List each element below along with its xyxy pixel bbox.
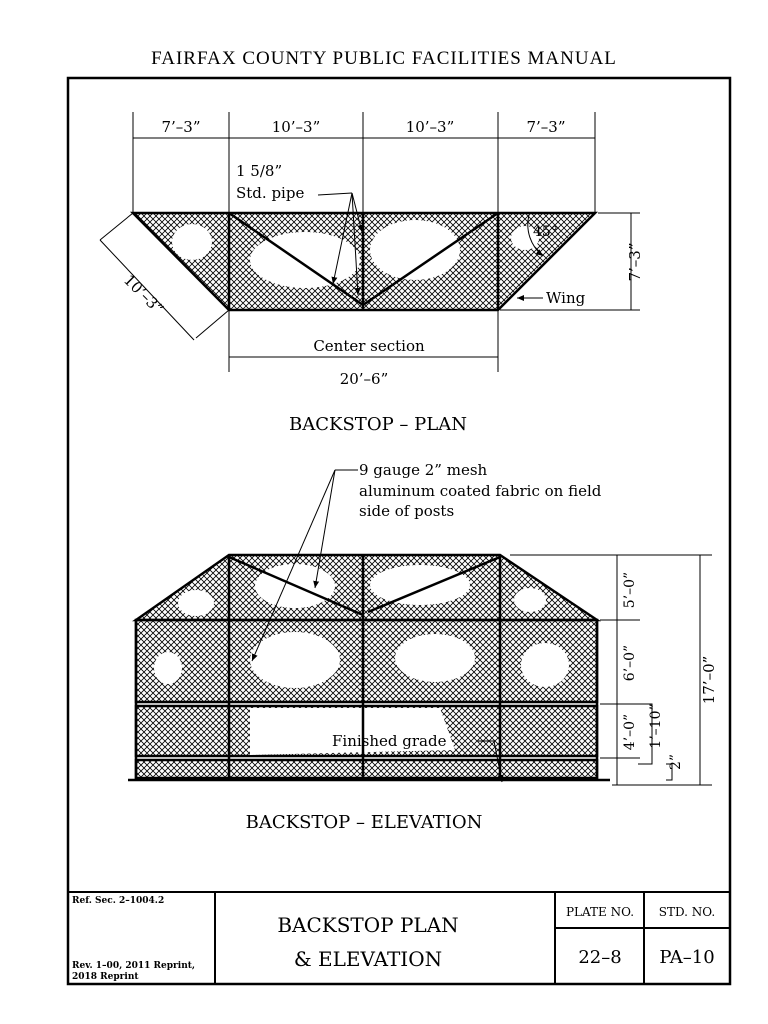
plan-dim-4: 7’–3” bbox=[526, 118, 565, 136]
pipe-label-size: 1 5/8” bbox=[236, 162, 282, 180]
angle-label: 45° bbox=[533, 224, 558, 240]
elev-dim-4: 4’–0” bbox=[622, 714, 638, 750]
sheet-border bbox=[66, 76, 732, 986]
title-block bbox=[68, 891, 730, 984]
plan-dim-1: 7’–3” bbox=[161, 118, 200, 136]
finished-grade-label: Finished grade bbox=[332, 732, 447, 750]
mesh-note-3: side of posts bbox=[359, 502, 454, 520]
elev-dim-6: 6’–0” bbox=[622, 645, 638, 681]
revision-line-1: Rev. 1–00, 2011 Reprint, bbox=[72, 961, 195, 971]
mesh-note-1: 9 gauge 2” mesh bbox=[359, 461, 488, 479]
std-no-value: PA–10 bbox=[659, 947, 714, 968]
plan-dim-2: 10’–3” bbox=[272, 118, 321, 136]
wing-label: Wing bbox=[546, 289, 586, 307]
pipe-label-type: Std. pipe bbox=[236, 184, 304, 202]
plan-dim-3: 10’–3” bbox=[406, 118, 455, 136]
plan-title: BACKSTOP – PLAN bbox=[289, 414, 467, 435]
elevation-view: 9 gauge 2” mesh aluminum coated fabric o… bbox=[128, 461, 718, 833]
plate-no-label: PLATE NO. bbox=[566, 905, 634, 919]
elevation-title: BACKSTOP – ELEVATION bbox=[246, 812, 483, 833]
drawing-title-1: BACKSTOP PLAN bbox=[277, 913, 458, 937]
mesh-note-2: aluminum coated fabric on field bbox=[359, 482, 602, 500]
revision-line-2: 2018 Reprint bbox=[72, 972, 139, 982]
drawing-title-2: & ELEVATION bbox=[294, 947, 442, 971]
page-header: FAIRFAX COUNTY PUBLIC FACILITIES MANUAL bbox=[151, 48, 617, 69]
wing-length-dim: 10’–3” bbox=[120, 271, 167, 318]
side-depth-dim: 7’–3” bbox=[626, 242, 644, 281]
std-no-label: STD. NO. bbox=[659, 905, 716, 919]
ref-section: Ref. Sec. 2–1004.2 bbox=[72, 896, 164, 906]
plan-view: 7’–3” 10’–3” 10’–3” 7’–3” 1 5/8” Std. pi… bbox=[99, 112, 644, 435]
elev-dim-17: 17’–0” bbox=[700, 656, 718, 705]
center-length-dim: 20’–6” bbox=[340, 370, 389, 388]
elev-dim-5: 5’–0” bbox=[622, 572, 638, 608]
center-section-label: Center section bbox=[313, 337, 425, 355]
plate-no-value: 22–8 bbox=[578, 947, 621, 968]
elev-dim-2: 2” bbox=[668, 754, 684, 770]
elev-dim-1-10: 1’–10” bbox=[648, 703, 664, 748]
